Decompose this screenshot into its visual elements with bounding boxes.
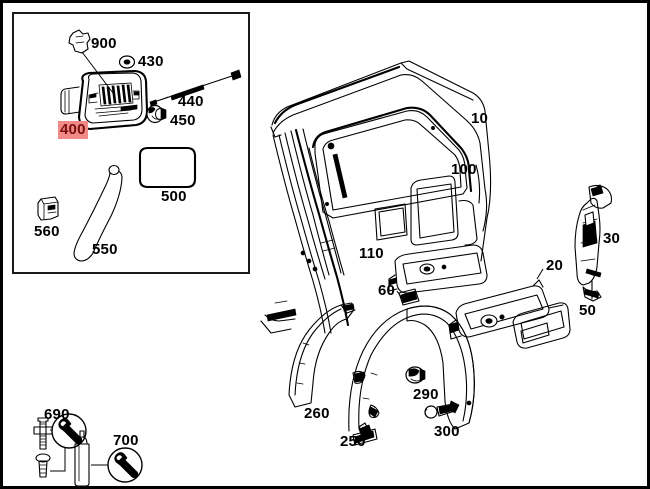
part-label-450: 450	[170, 112, 196, 129]
part-label-900: 900	[91, 35, 117, 52]
wrench-icon-700	[107, 447, 143, 483]
part-label-550: 550	[92, 241, 118, 258]
part-560-clip	[37, 196, 59, 221]
part-label-300: 300	[434, 423, 460, 440]
part-label-110: 110	[359, 245, 384, 262]
part-260-wheel-arch-liner	[288, 302, 356, 408]
part-label-430: 430	[138, 53, 164, 70]
part-430-washer	[118, 55, 136, 69]
part-label-30: 30	[603, 230, 621, 247]
part-label-60: 60	[378, 282, 396, 299]
tools-group	[33, 413, 143, 486]
part-label-400-highlighted: 400	[58, 121, 88, 139]
part-label-100: 100	[451, 161, 477, 178]
main-group-quarter-panel	[260, 60, 613, 446]
part-label-700: 700	[113, 432, 139, 449]
part-550-drain-hose	[73, 164, 123, 262]
part-30-side-member-bracket	[574, 184, 613, 302]
part-100-wheel-housing-outer	[374, 175, 478, 246]
part-label-440: 440	[178, 93, 204, 110]
part-250-wheel-arch-extension	[348, 305, 475, 446]
screw-icon-lower	[35, 453, 51, 478]
inset-detail-frame	[12, 12, 250, 274]
part-290-expanding-rivet	[405, 366, 426, 384]
part-300-push-pin	[424, 400, 460, 419]
part-20-sill-member	[448, 268, 550, 340]
part-label-20: 20	[546, 257, 564, 274]
part-label-260: 260	[304, 405, 330, 422]
part-label-690: 690	[44, 406, 70, 423]
part-label-290: 290	[413, 386, 439, 403]
part-50-closing-plate	[512, 302, 571, 349]
part-label-500: 500	[161, 188, 187, 205]
part-450-lock-cap	[146, 104, 167, 124]
part-label-250: 250	[340, 433, 366, 450]
part-60-bracket	[396, 288, 420, 306]
part-500-flap-lid	[138, 146, 197, 189]
part-440-release-rod	[149, 69, 242, 107]
part-label-560: 560	[34, 223, 60, 240]
part-label-50: 50	[579, 302, 597, 319]
part-10-side-panel-outer	[260, 60, 492, 334]
part-110-reinforcement	[388, 244, 488, 294]
spray-can-icon	[74, 430, 90, 486]
part-label-10: 10	[471, 110, 489, 127]
